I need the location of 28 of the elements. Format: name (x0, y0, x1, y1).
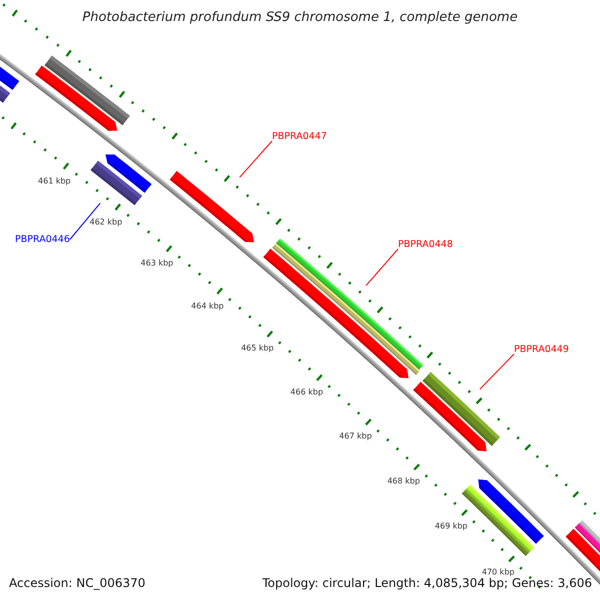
leader-line (366, 248, 398, 286)
scale-label: 466 kbp (290, 387, 324, 396)
gene-bar (413, 382, 487, 452)
gene-bar (170, 171, 254, 242)
gene-label: PBPRA0447 (272, 131, 327, 142)
gene-bar (35, 66, 118, 131)
gene-bar (0, 86, 10, 103)
gene-label: PBPRA0448 (398, 239, 453, 250)
gene-bar (579, 519, 600, 544)
scale-label: 468 kbp (387, 476, 420, 486)
footer-text: Topology: circular; Length: 4,085,304 bp; Genes: 3,606 (262, 577, 592, 589)
leader-line (69, 202, 101, 240)
scale-label: 470 kbp (482, 568, 514, 577)
leader-line (479, 354, 514, 390)
scale-label: 464 kbp (191, 301, 224, 310)
scale-label: 469 kbp (434, 522, 468, 531)
gene-bar (0, 66, 20, 90)
scale-label: 462 kbp (90, 217, 122, 226)
scale-label: 465 kbp (241, 344, 274, 353)
gene-label: PBPRA0446 (15, 234, 70, 245)
scale-label: 461 kbp (38, 176, 71, 186)
scale-label: 463 kbp (140, 258, 174, 268)
map-title: Photobacterium profundum SS9 chromosome 1, complete genome (82, 10, 518, 25)
footer-text: Accession: NC_006370 (9, 577, 146, 589)
scale-label: 467 kbp (339, 432, 372, 441)
gene-bar (90, 160, 142, 206)
gene-label: PBPRA0449 (514, 344, 569, 355)
leader-line (239, 140, 272, 178)
